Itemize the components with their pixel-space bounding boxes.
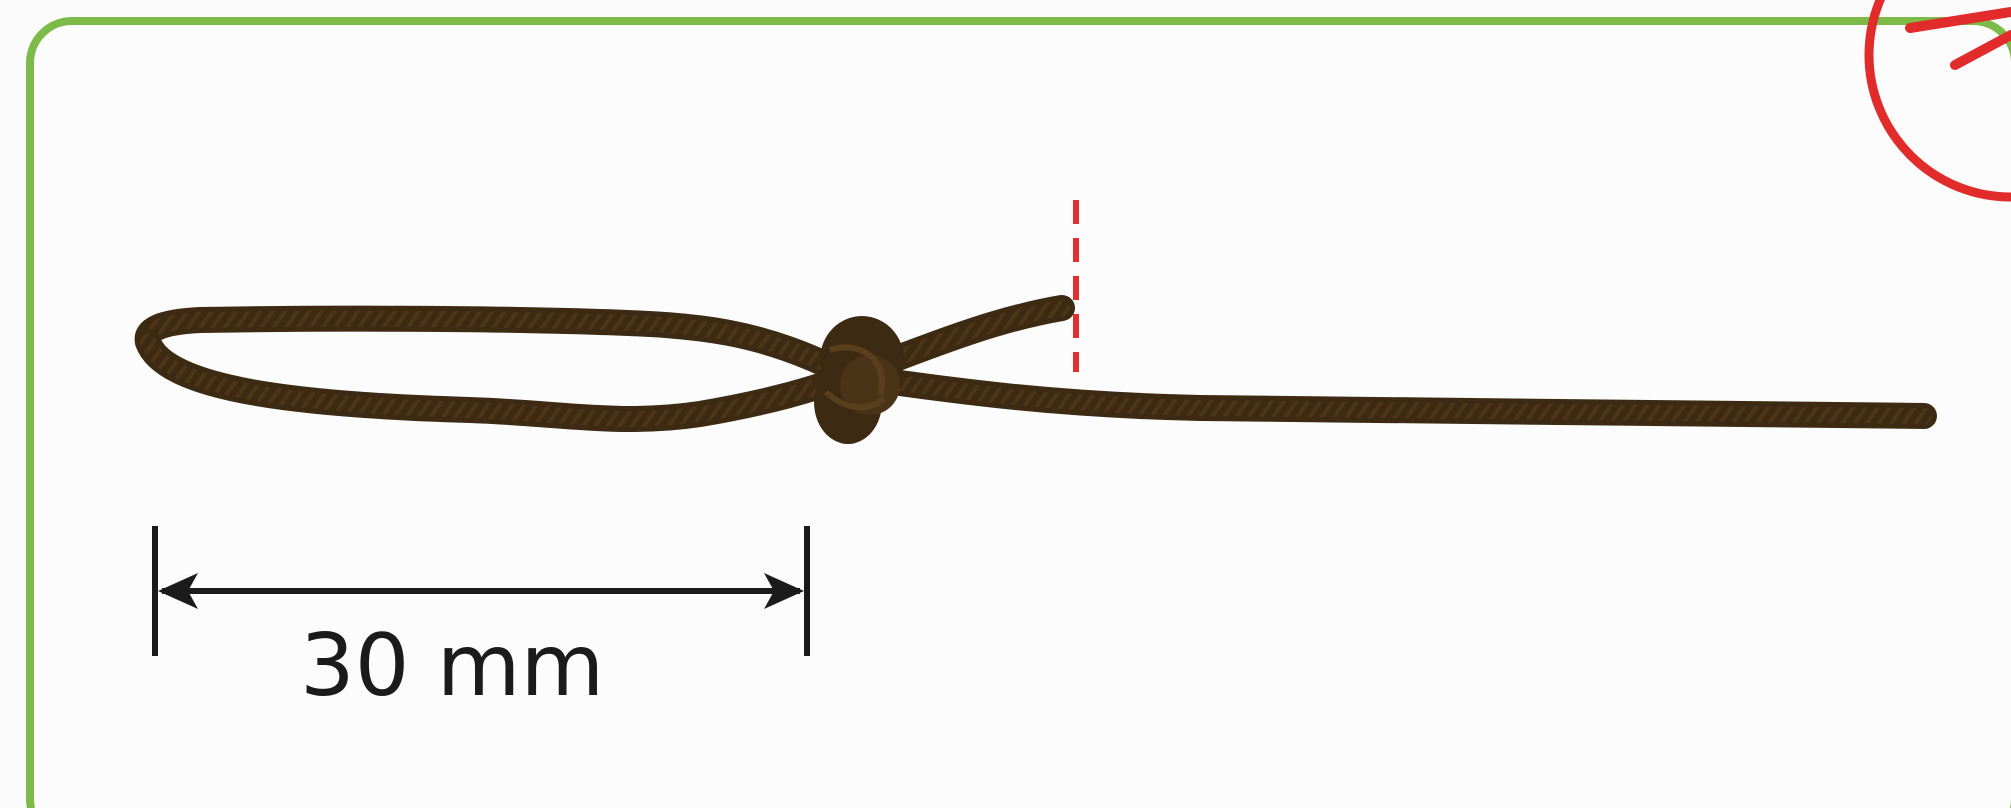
panel-frame [26, 17, 2011, 808]
cord [134, 295, 1937, 432]
dimension-label: 30 mm [300, 616, 604, 716]
knot [814, 316, 904, 444]
dimension-indicator: 30 mm [152, 526, 810, 716]
step-badge-icon [1864, 0, 2011, 202]
